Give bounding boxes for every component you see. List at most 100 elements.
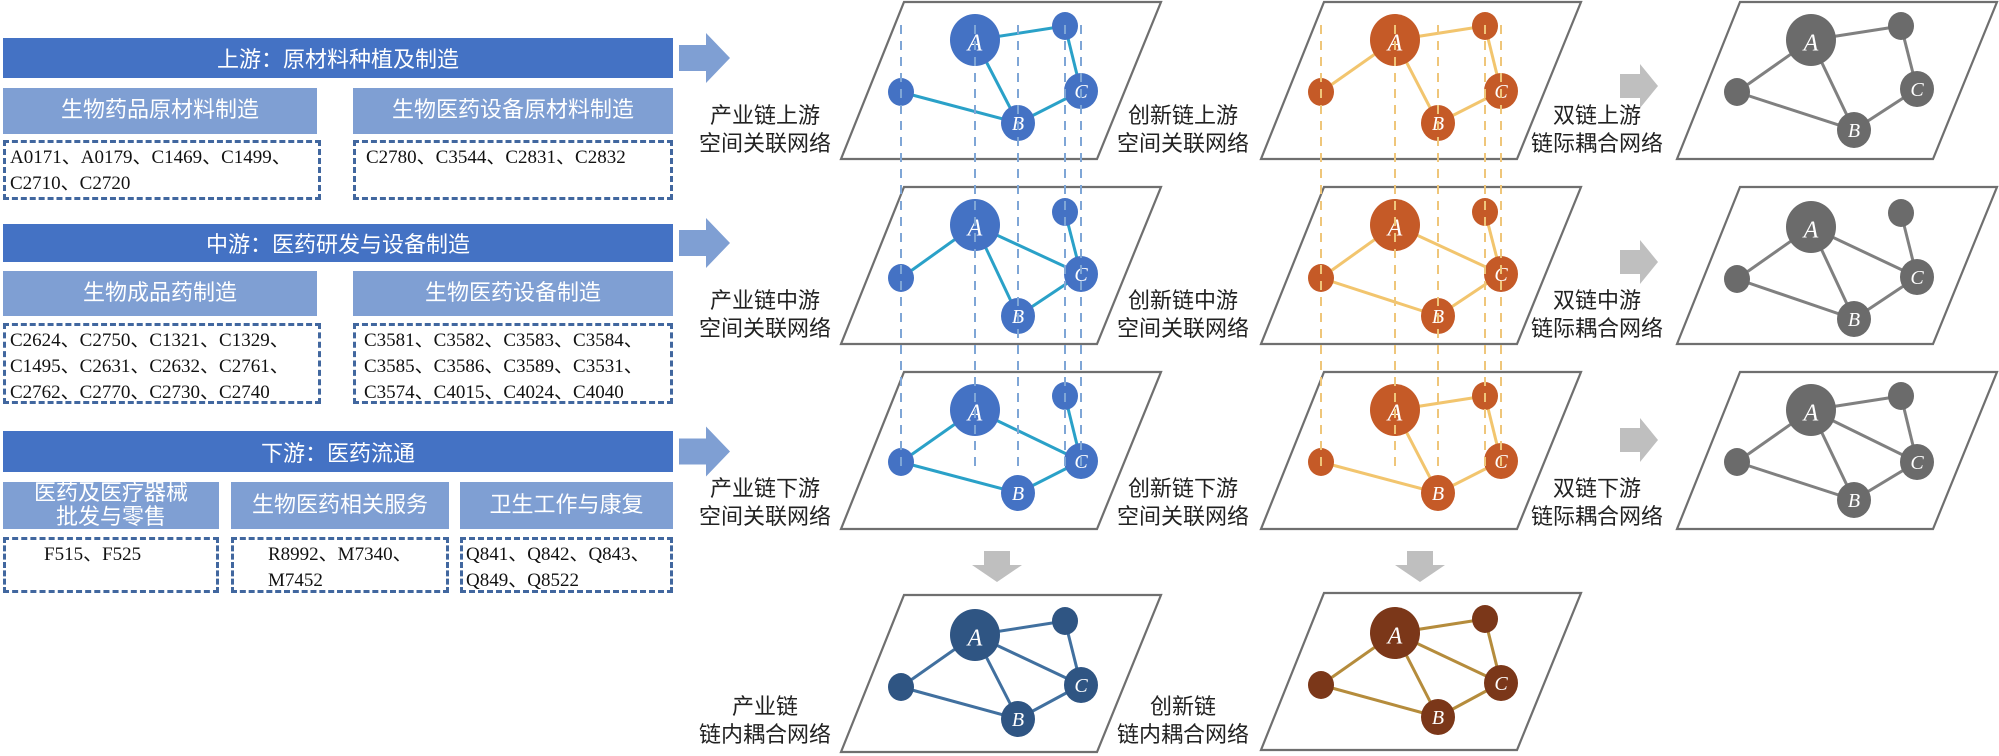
label-line: 链内耦合网络 xyxy=(698,723,831,748)
node-B xyxy=(1421,475,1455,511)
plane-dual-down: ACB xyxy=(1675,370,1999,531)
label-line: 链内耦合网络 xyxy=(1116,723,1249,748)
edge-L-B xyxy=(1320,460,1439,495)
node-label-B: B xyxy=(1848,120,1860,142)
label-line: 空间关联网络 xyxy=(1116,505,1249,530)
node-T xyxy=(1888,199,1914,227)
node-T xyxy=(1888,12,1914,40)
node-label-C: C xyxy=(1074,675,1088,697)
node-L xyxy=(888,264,914,292)
node-C xyxy=(1064,667,1098,703)
upstream-group-2-codes: C2780、C3544、C2831、C2832 xyxy=(353,140,673,200)
label-dual-midstream: 双链中游 链际耦合网络 xyxy=(1522,288,1672,344)
edge-L-B xyxy=(1320,683,1439,719)
node-B xyxy=(1001,475,1035,511)
label-line: 产业链中游 xyxy=(709,289,820,314)
label-line: 产业链下游 xyxy=(709,477,820,502)
label-innovation-upstream: 创新链上游 空间关联网络 xyxy=(1108,103,1258,159)
node-label-C: C xyxy=(1910,452,1924,474)
label-line: 空间关联网络 xyxy=(698,132,831,157)
label-line: 创新链下游 xyxy=(1127,477,1238,502)
node-label-A: A xyxy=(1802,31,1819,57)
downstream-group-1-title: 医药及医疗器械 批发与零售 xyxy=(3,481,219,530)
label-line: 创新链上游 xyxy=(1127,104,1238,129)
upstream-group-2-title: 生物医药设备原材料制造 xyxy=(353,88,673,134)
label-line: 空间关联网络 xyxy=(698,317,831,342)
label-line: 产业链上游 xyxy=(709,104,820,129)
node-A xyxy=(1370,607,1420,659)
label-industry-downstream: 产业链下游 空间关联网络 xyxy=(690,476,840,532)
node-label-C: C xyxy=(1494,264,1508,286)
down-arrow-icon xyxy=(1395,551,1445,582)
node-A xyxy=(950,609,1000,661)
edge-L-B xyxy=(900,685,1019,721)
label-industry-upstream: 产业链上游 空间关联网络 xyxy=(690,103,840,159)
label-dual-downstream: 双链下游 链际耦合网络 xyxy=(1522,476,1672,532)
node-label-B: B xyxy=(1848,309,1860,331)
node-B xyxy=(1421,699,1455,735)
label-innovation-downstream: 创新链下游 空间关联网络 xyxy=(1108,476,1258,532)
label-line: 链际耦合网络 xyxy=(1530,132,1663,157)
node-L xyxy=(1724,265,1750,293)
upstream-header: 上游：原材料种植及制造 xyxy=(3,38,673,78)
label-line: 创新链中游 xyxy=(1127,289,1238,314)
edge-L-B xyxy=(1736,460,1855,502)
node-label-A: A xyxy=(966,216,983,242)
label-line: 链际耦合网络 xyxy=(1530,317,1663,342)
downstream-group-2-title: 生物医药相关服务 xyxy=(231,482,449,529)
node-A xyxy=(1786,14,1836,66)
node-label-B: B xyxy=(1012,483,1024,505)
node-L xyxy=(1724,78,1750,106)
node-T xyxy=(1052,607,1078,635)
midstream-group-1-codes: C2624、C2750、C1321、C1329、C1495、C2631、C263… xyxy=(3,323,321,404)
node-label-B: B xyxy=(1012,709,1024,731)
node-T xyxy=(1888,382,1914,410)
downstream-header: 下游：医药流通 xyxy=(3,431,673,472)
edge-L-B xyxy=(900,460,1019,495)
label-industry-intra-coupling: 产业链 链内耦合网络 xyxy=(690,694,840,750)
node-L xyxy=(888,673,914,701)
node-L xyxy=(1724,448,1750,476)
edge-L-B xyxy=(900,90,1019,125)
plane-outline xyxy=(1675,0,1999,161)
node-L xyxy=(1308,264,1334,292)
node-B xyxy=(1837,301,1871,337)
plane-outline xyxy=(1675,370,1999,531)
node-label-C: C xyxy=(1074,264,1088,286)
node-B xyxy=(1837,112,1871,148)
plane-outline xyxy=(839,593,1163,754)
midstream-group-2-title: 生物医药设备制造 xyxy=(353,271,673,316)
node-A xyxy=(1786,201,1836,253)
node-T xyxy=(1052,198,1078,226)
label-innovation-midstream: 创新链中游 空间关联网络 xyxy=(1108,288,1258,344)
node-label-A: A xyxy=(966,626,983,652)
node-T xyxy=(1472,605,1498,633)
plane-dual-up: ACB xyxy=(1675,0,1999,161)
upstream-group-1-codes: A0171、A0179、C1469、C1499、C2710、C2720 xyxy=(3,140,321,200)
node-label-C: C xyxy=(1494,673,1508,695)
midstream-group-1-title: 生物成品药制造 xyxy=(3,271,317,316)
plane-industry-intra: A C B xyxy=(839,593,1163,754)
label-innovation-intra-coupling: 创新链 链内耦合网络 xyxy=(1108,694,1258,750)
node-label-B: B xyxy=(1848,490,1860,512)
label-industry-midstream: 产业链中游 空间关联网络 xyxy=(690,288,840,344)
label-line: 链际耦合网络 xyxy=(1530,505,1663,530)
right-arrow-icon xyxy=(679,33,730,83)
node-label-A: A xyxy=(1386,216,1403,242)
down-arrow-icon xyxy=(972,551,1022,582)
node-C xyxy=(1900,444,1934,480)
node-label-C: C xyxy=(1910,267,1924,289)
downstream-group-1-title-line2: 批发与零售 xyxy=(55,504,166,530)
label-line: 空间关联网络 xyxy=(698,505,831,530)
node-B xyxy=(1001,701,1035,737)
plane-innovation-intra: ACB xyxy=(1259,591,1583,752)
node-T xyxy=(1472,198,1498,226)
node-label-B: B xyxy=(1432,483,1444,505)
node-C xyxy=(1900,71,1934,107)
node-A xyxy=(1786,384,1836,436)
label-line: 空间关联网络 xyxy=(1116,132,1249,157)
label-line: 双链下游 xyxy=(1552,477,1641,502)
plane-dual-mid: ACB xyxy=(1675,185,1999,346)
downstream-group-3-title: 卫生工作与康复 xyxy=(460,482,673,529)
right-arrow-icon xyxy=(1620,64,1658,108)
